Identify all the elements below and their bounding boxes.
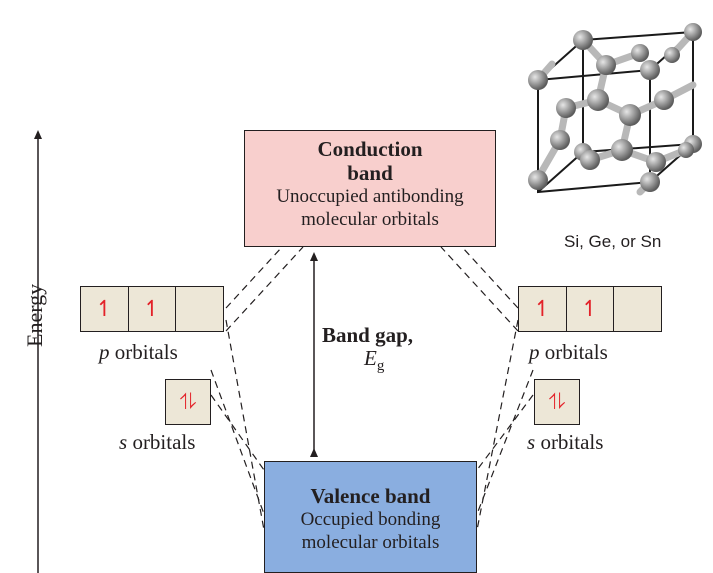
valence-band-title: Valence band	[310, 484, 431, 508]
left-p-orbital-box-3	[175, 286, 224, 332]
right-p-orbital-box-2: ↿	[565, 286, 615, 332]
crystal-label: Si, Ge, or Sn	[564, 232, 662, 251]
right-s-orbitals-label: s orbitals	[527, 430, 604, 454]
left-s-orbitals-label: s orbitals	[119, 430, 196, 454]
left-s-orbital-box: ⥮	[165, 379, 211, 425]
left-p-orbitals: ↿ ↿	[80, 286, 224, 332]
left-p-orbital-box-2: ↿	[127, 286, 177, 332]
conduction-band-desc-2: molecular orbitals	[301, 209, 439, 230]
right-p-orbitals: ↿ ↿	[518, 286, 662, 332]
valence-band-desc-2: molecular orbitals	[301, 532, 440, 553]
right-s-orbital-box: ⥮	[534, 379, 580, 425]
conduction-band-title-2: band	[347, 161, 393, 185]
right-p-orbital-box-1: ↿	[518, 286, 567, 332]
band-gap-label: Band gap, Eg	[322, 323, 413, 375]
left-p-orbitals-label: p orbitals	[99, 340, 178, 364]
band-gap-symbol: Eg	[364, 346, 385, 375]
conduction-band-title-1: Conduction	[317, 137, 423, 161]
right-p-orbitals-label: p orbitals	[529, 340, 608, 364]
valence-band-desc-1: Occupied bonding	[300, 509, 441, 530]
energy-axis-label: Energy	[22, 283, 47, 347]
valence-band-box: Valence band Occupied bonding molecular …	[264, 461, 477, 573]
left-p-orbital-box-1: ↿	[80, 286, 129, 332]
right-p-orbital-box-3	[613, 286, 662, 332]
conduction-band-desc-1: Unoccupied antibonding	[276, 186, 464, 207]
band-gap-text: Band gap,	[322, 323, 414, 347]
correlation-lines	[210, 246, 534, 531]
crystal-structure-image	[528, 23, 702, 196]
conduction-band-box: Conduction band Unoccupied antibonding m…	[244, 130, 496, 247]
